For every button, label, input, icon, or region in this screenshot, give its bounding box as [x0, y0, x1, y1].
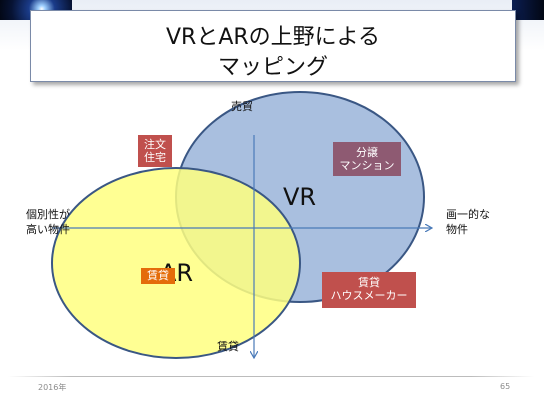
tag-chintai-small: 賃貸 [141, 268, 175, 284]
tag-bunjou-line1: 分譲 [356, 146, 378, 159]
decorative-image-right [512, 0, 544, 20]
tag-bunjou-mansion: 分譲 マンション [333, 142, 401, 176]
footer-year: 2016年 [38, 383, 67, 392]
axis-label-right-line2: 物件 [446, 223, 468, 236]
title-box: VRとARの上野による マッピング [30, 10, 516, 82]
tag-chuumon-line2: 住宅 [144, 151, 166, 164]
vr-label: VR [283, 183, 317, 211]
slide-title-line1: VRとARの上野による [165, 25, 380, 50]
footer-divider [8, 376, 534, 377]
tag-chintai-maker-line1: 賃貸 [358, 276, 380, 289]
page-number: 65 [500, 382, 511, 391]
tag-bunjou-line2: マンション [339, 159, 395, 172]
axis-label-bottom: 賃貸 [217, 340, 239, 353]
ar-circle [51, 167, 301, 359]
axis-label-left-line1: 個別性が [26, 208, 70, 221]
axis-label-right-line1: 画一的な [446, 208, 490, 221]
axis-label-top: 売貿 [231, 100, 253, 113]
tag-chintai-house-maker: 賃貸 ハウスメーカー [322, 272, 416, 308]
tag-chintai-maker-line2: ハウスメーカー [330, 289, 408, 302]
tag-chuumon-jutaku: 注文 住宅 [138, 135, 172, 167]
axis-label-left-line2: 高い物件 [26, 223, 70, 236]
slide-title-line2: マッピング [217, 55, 328, 80]
tag-chuumon-line1: 注文 [144, 138, 166, 151]
